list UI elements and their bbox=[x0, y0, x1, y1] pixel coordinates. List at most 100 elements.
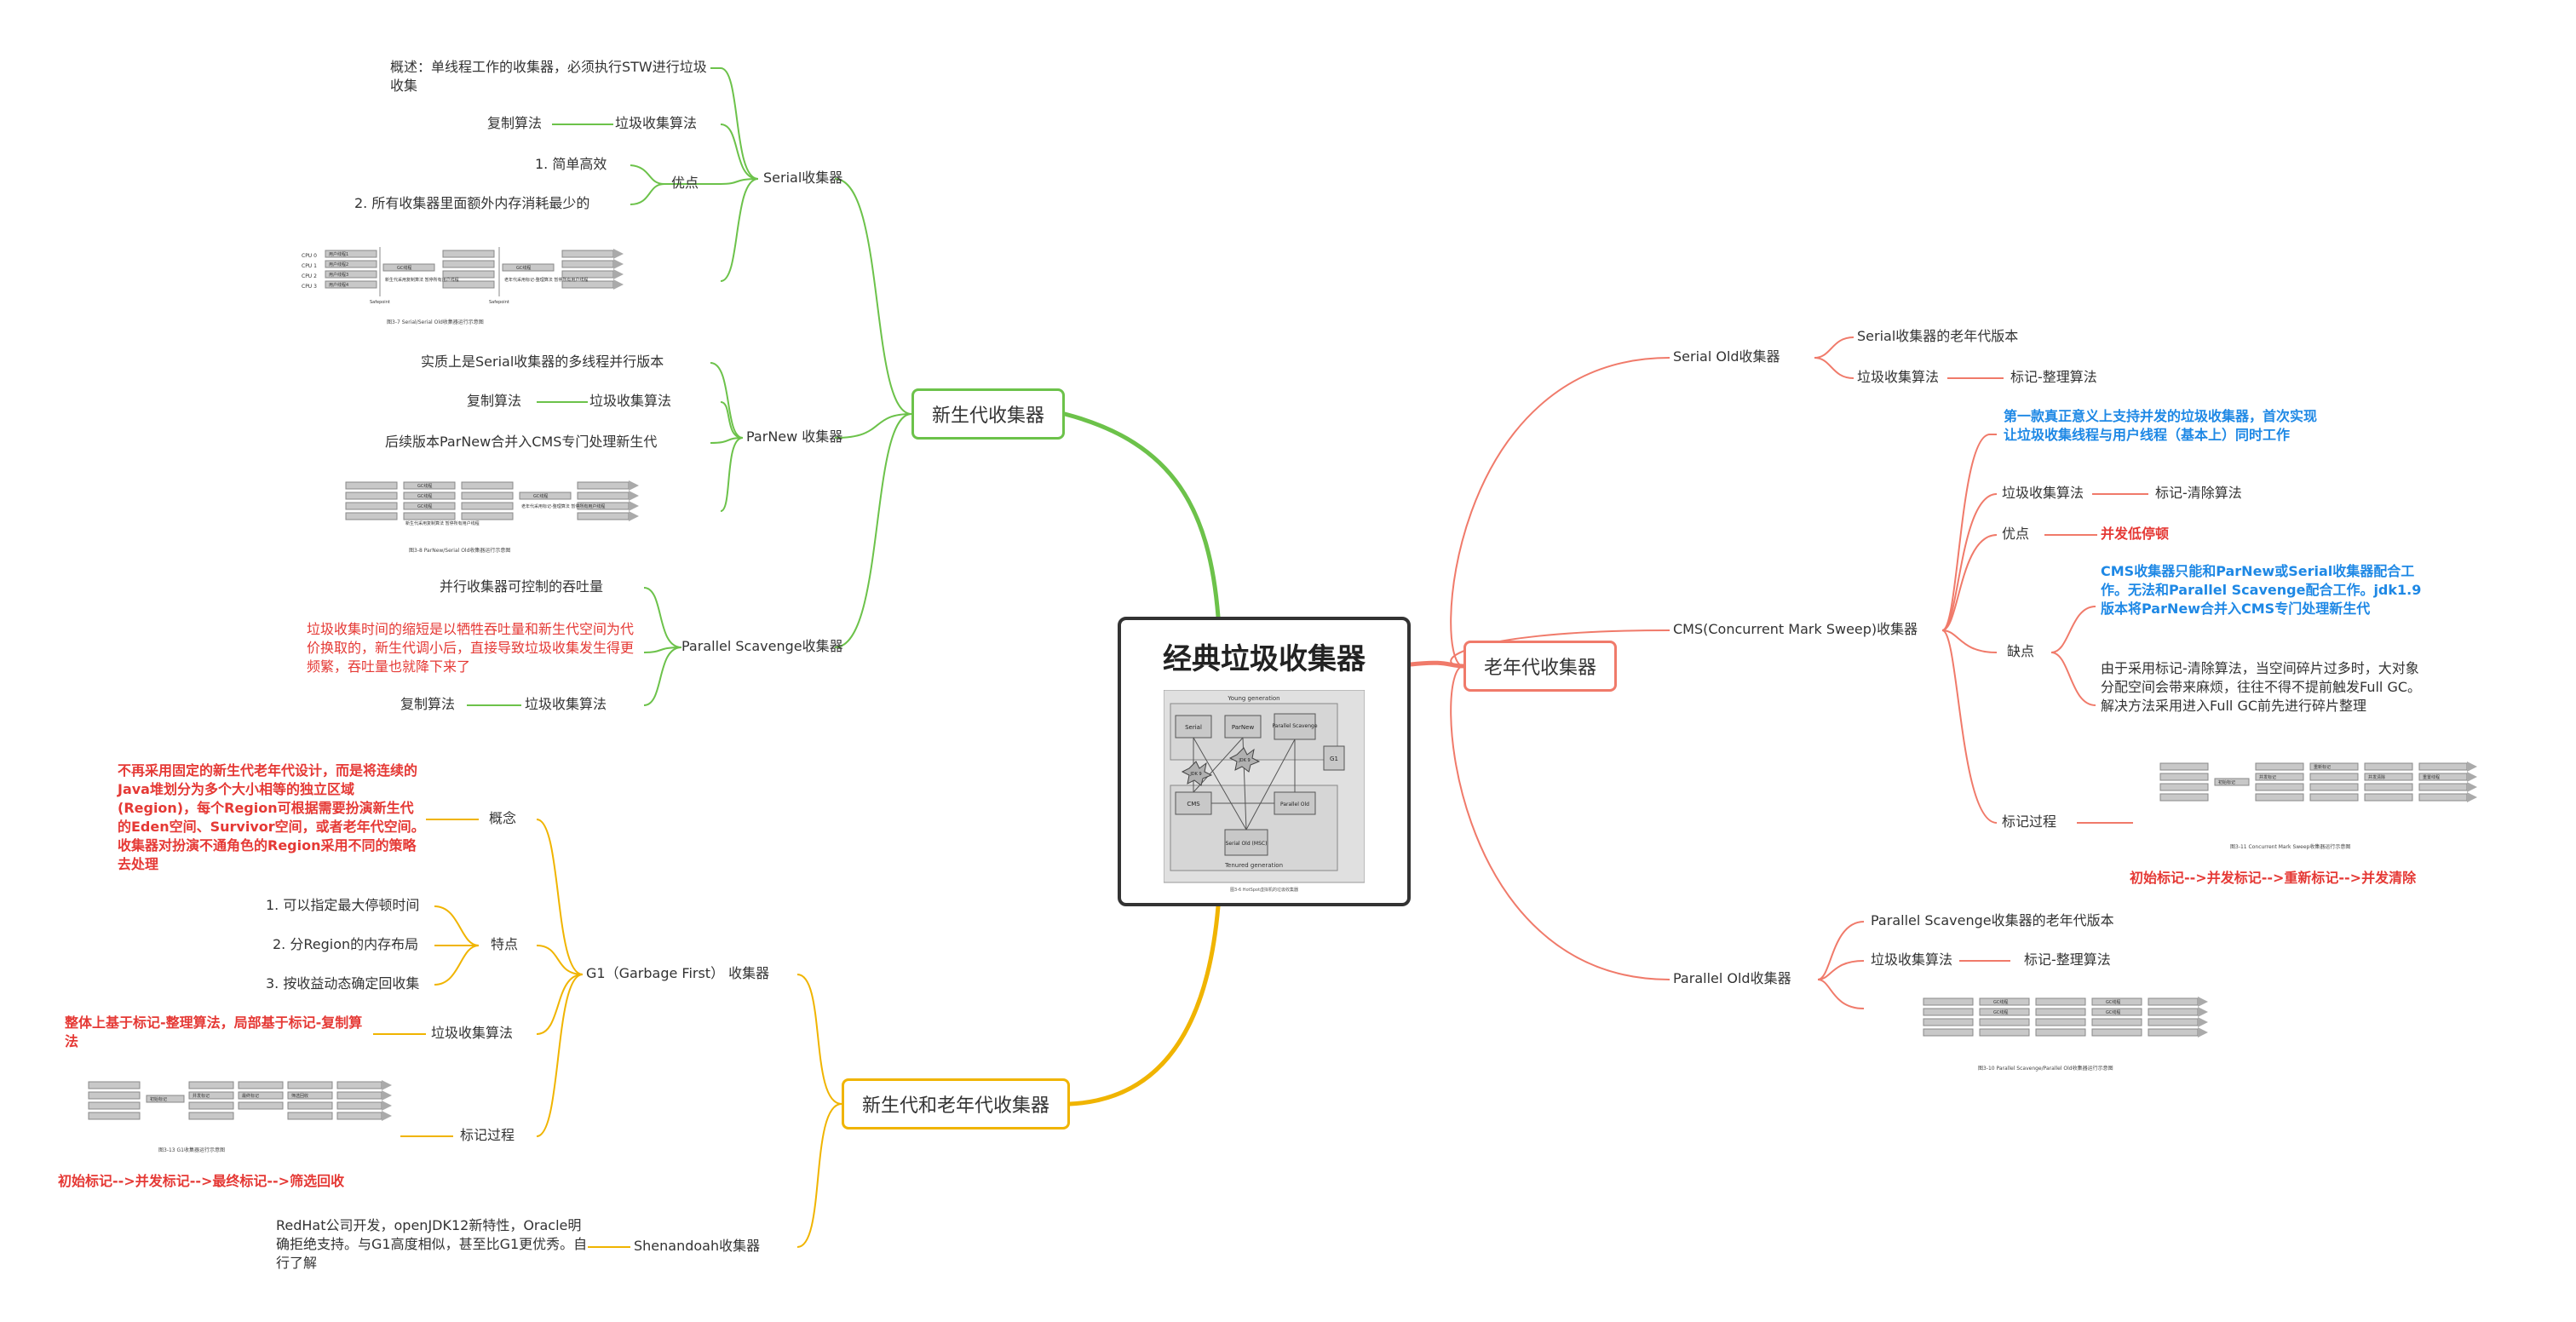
parallel-old-desc: Parallel Scavenge收集器的老年代版本 bbox=[1871, 912, 2114, 928]
g1-fig-caption: 图3-13 G1收集器运行示意图 bbox=[158, 1147, 225, 1153]
parallel-old-fig-caption: 图3-10 Parallel Scavenge/Parallel Old收集器运… bbox=[1978, 1065, 2113, 1072]
branch-both-label: 新生代和老年代收集器 bbox=[861, 1095, 1049, 1117]
fig-parnew-label: ParNew bbox=[1232, 724, 1255, 731]
parnew-fig-gc-2: GC线程 bbox=[417, 493, 432, 499]
cms-fig-phase-2: 并发标记 bbox=[2259, 774, 2276, 780]
fig-tenured-label: Tenured generation bbox=[1224, 862, 1283, 869]
serial-node[interactable]: Serial收集器 bbox=[763, 170, 843, 186]
serial-old-node[interactable]: Serial Old收集器 bbox=[1673, 348, 1780, 365]
root-title: 经典垃圾收集器 bbox=[1163, 642, 1366, 676]
g1-fig-phase-3: 最终标记 bbox=[242, 1093, 259, 1099]
serial-fig-safepoint-1: Safepoint bbox=[370, 300, 390, 305]
parnew-cms-note: 后续版本ParNew合并入CMS专门处理新生代 bbox=[385, 434, 658, 450]
cms-fig-phase-1: 初始标记 bbox=[2218, 779, 2235, 785]
branch-both[interactable]: 新生代和老年代收集器 bbox=[842, 1078, 1070, 1129]
fig-jdk9-b: JDK 9 bbox=[1238, 758, 1250, 763]
serial-fig-user-4: 用户线程4 bbox=[329, 282, 348, 288]
parallel-old-fig-gc-1: GC线程 bbox=[1993, 999, 2008, 1005]
cms-cons-label[interactable]: 缺点 bbox=[2007, 643, 2035, 659]
shenandoah-node[interactable]: Shenandoah收集器 bbox=[634, 1238, 761, 1254]
branch-young[interactable]: 新生代收集器 bbox=[911, 388, 1065, 440]
parallel-old-fig-gc-2: GC线程 bbox=[1993, 1009, 2008, 1015]
g1-node[interactable]: G1（Garbage First） 收集器 bbox=[586, 965, 770, 981]
g1-feature-3: 3. 按收益动态确定回收集 bbox=[266, 975, 420, 992]
parallel-old-algo-label[interactable]: 垃圾收集算法 bbox=[1871, 951, 1953, 968]
fig-cms-label: CMS bbox=[1187, 801, 1200, 808]
ps-node[interactable]: Parallel Scavenge收集器 bbox=[681, 638, 843, 654]
parnew-fig-gc-old: GC线程 bbox=[533, 493, 548, 499]
parnew-algo-value: 复制算法 bbox=[467, 393, 522, 409]
parnew-fig-gc-3: GC线程 bbox=[417, 503, 432, 509]
serial-fig-note-old: 老年代采用标记-整理算法 暂停所有用户线程 bbox=[504, 277, 588, 283]
serial-pro-2: 2. 所有收集器里面额外内存消耗最少的 bbox=[354, 195, 590, 211]
cms-con-1: CMS收集器只能和ParNew或Serial收集器配合工作。无法和Paralle… bbox=[2101, 563, 2422, 617]
cms-fig-phase-4: 并发清除 bbox=[2368, 774, 2385, 780]
parnew-node[interactable]: ParNew 收集器 bbox=[746, 428, 843, 445]
g1-fig-phase-1: 初始标记 bbox=[150, 1096, 167, 1102]
cms-con-2: 由于采用标记-清除算法，当空间碎片过多时，大对象分配空间会带来麻烦，往往不得不提… bbox=[2101, 660, 2422, 714]
g1-concept-label[interactable]: 概念 bbox=[489, 810, 517, 826]
fig-g1-label: G1 bbox=[1330, 756, 1338, 762]
cms-pros-value: 并发低停顿 bbox=[2101, 526, 2170, 542]
serial-fig-note-young: 新生代采用复制算法 暂停所有用户线程 bbox=[385, 277, 459, 283]
cms-fig-phase-5: 重置线程 bbox=[2423, 774, 2440, 780]
g1-fig-phase-4: 筛选回收 bbox=[291, 1093, 308, 1099]
serial-fig-cpu-2: CPU 2 bbox=[302, 273, 317, 279]
serial-fig-gc-old: GC线程 bbox=[516, 265, 531, 271]
serial-old-algo-label[interactable]: 垃圾收集算法 bbox=[1857, 369, 1940, 385]
serial-pro-1: 1. 简单高效 bbox=[535, 156, 607, 172]
serial-old-algo-value: 标记-整理算法 bbox=[2010, 369, 2097, 385]
parnew-algo-label[interactable]: 垃圾收集算法 bbox=[589, 393, 672, 409]
parnew-fig-gc-1: GC线程 bbox=[417, 483, 432, 489]
g1-feature-2: 2. 分Region的内存布局 bbox=[273, 936, 419, 952]
branch-old[interactable]: 老年代收集器 bbox=[1463, 641, 1617, 692]
ps-algo-value: 复制算法 bbox=[400, 696, 456, 712]
serial-fig-safepoint-2: Safepoint bbox=[489, 300, 509, 305]
g1-process-diagram: 初始标记 并发标记 最终标记 筛选回收 图3-13 G1收集器运行示意图 bbox=[88, 1080, 392, 1153]
serial-old-desc: Serial收集器的老年代版本 bbox=[1857, 328, 2019, 344]
root-topic[interactable]: 经典垃圾收集器 Young generation Serial ParNew P… bbox=[1118, 617, 1411, 906]
g1-fig-phase-2: 并发标记 bbox=[193, 1093, 210, 1099]
parallel-old-node[interactable]: Parallel Old收集器 bbox=[1673, 970, 1791, 986]
fig-young-label: Young generation bbox=[1227, 695, 1279, 702]
serial-fig-user-2: 用户线程2 bbox=[329, 262, 348, 267]
gc-collectors-diagram: Young generation Serial ParNew Parallel … bbox=[1164, 690, 1365, 893]
serial-algo-label[interactable]: 垃圾收集算法 bbox=[615, 115, 698, 131]
cms-algo-label[interactable]: 垃圾收集算法 bbox=[2002, 485, 2084, 501]
g1-process-label[interactable]: 标记过程 bbox=[460, 1127, 515, 1143]
parnew-serialold-diagram: GC线程 GC线程 GC线程 GC线程 新生代采用复制算法 暂停所有用户线程 老… bbox=[345, 480, 639, 554]
parallel-old-diagram: GC线程 GC线程 GC线程 GC线程 图3-10 Parallel Scave… bbox=[1923, 997, 2208, 1072]
serial-pros-label[interactable]: 优点 bbox=[671, 175, 699, 191]
fig-serial-old-label: Serial Old (MSC) bbox=[1226, 841, 1268, 847]
g1-feature-1: 1. 可以指定最大停顿时间 bbox=[266, 897, 420, 913]
cms-fig-caption: 图3-11 Concurrent Mark Sweep收集器运行示意图 bbox=[2230, 843, 2350, 850]
shenandoah-desc: RedHat公司开发，openJDK12新特性，Oracle明确拒绝支持。与G1… bbox=[276, 1217, 588, 1271]
cms-fig-phase-3: 重新标记 bbox=[2314, 764, 2331, 770]
g1-algo-value: 整体上基于标记-整理算法，局部基于标记-复制算法 bbox=[65, 1014, 363, 1049]
cms-intro: 第一款真正意义上支持并发的垃圾收集器，首次实现让垃圾收集线程与用户线程（基本上）… bbox=[2004, 408, 2318, 443]
g1-features-label[interactable]: 特点 bbox=[491, 936, 519, 952]
cms-process-diagram: 初始标记 并发标记 重新标记 并发清除 重置线程 图3-11 Concurren… bbox=[2159, 762, 2477, 850]
serial-algo-value: 复制算法 bbox=[487, 115, 543, 131]
parallel-old-fig-gc-4: GC线程 bbox=[2106, 1009, 2120, 1015]
parallel-old-fig-gc-3: GC线程 bbox=[2106, 999, 2120, 1005]
cms-node[interactable]: CMS(Concurrent Mark Sweep)收集器 bbox=[1673, 621, 1918, 637]
serial-overview: 概述：单线程工作的收集器，必须执行STW进行垃圾收集 bbox=[390, 59, 707, 94]
g1-process-flow: 初始标记-->并发标记-->最终标记-->筛选回收 bbox=[58, 1173, 345, 1189]
serial-fig-cpu-0: CPU 0 bbox=[302, 253, 317, 259]
fig-parallel-old-label: Parallel Old bbox=[1280, 802, 1309, 808]
ps-feature: 并行收集器可控制的吞吐量 bbox=[440, 578, 604, 595]
fig-ps-label: Parallel Scavenge bbox=[1272, 723, 1317, 729]
parallel-old-algo-value: 标记-整理算法 bbox=[2024, 951, 2111, 968]
cms-pros-label[interactable]: 优点 bbox=[2002, 526, 2030, 542]
ps-algo-label[interactable]: 垃圾收集算法 bbox=[525, 696, 607, 712]
parnew-fig-note-old: 老年代采用标记-整理算法 暂停所有用户线程 bbox=[521, 503, 605, 509]
fig-serial-label: Serial bbox=[1185, 724, 1202, 731]
cms-algo-value: 标记-清除算法 bbox=[2155, 485, 2242, 501]
serial-fig-cpu-3: CPU 3 bbox=[302, 284, 317, 290]
edge-root-young bbox=[1062, 411, 1221, 619]
g1-algo-label[interactable]: 垃圾收集算法 bbox=[431, 1025, 514, 1041]
cms-process-label[interactable]: 标记过程 bbox=[2002, 813, 2057, 830]
fig-jdk9-a: JDK 9 bbox=[1189, 772, 1201, 777]
